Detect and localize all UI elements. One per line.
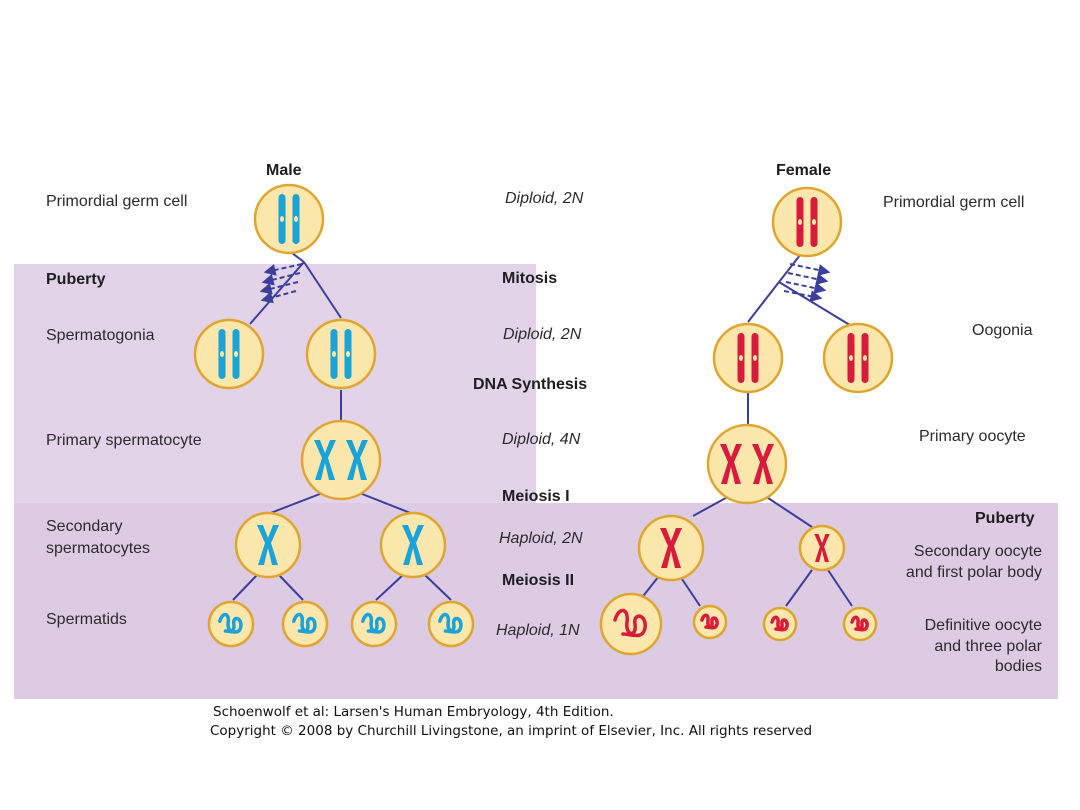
polar-body-cell-2 [762, 606, 798, 642]
ploidy-primary: Diploid, 4N [502, 431, 581, 448]
meiosis-two-label: Meiosis II [502, 572, 575, 589]
oogonium-cell-1 [712, 322, 784, 394]
ploidy-final: Haploid, 1N [496, 622, 580, 639]
primary-spermatocyte-label: Primary spermatocyte [46, 432, 202, 449]
male-primordial-cell [253, 183, 325, 255]
spermatid-cell-2 [281, 600, 329, 648]
oogonium-cell-2 [822, 322, 894, 394]
lineage-connectors [232, 249, 859, 607]
secondary-spermatocyte-cell-2 [379, 511, 447, 579]
spermatids-label: Spermatids [46, 611, 127, 628]
secondary-spermatocyte-cell-1 [234, 511, 302, 579]
credit-line-1: Schoenwolf et al: Larsen's Human Embryol… [213, 704, 614, 720]
secondary-oocyte-label-1: Secondary oocyte [913, 543, 1042, 560]
definitive-oocyte-label-1: Definitive oocyte [924, 617, 1042, 634]
definitive-oocyte-cell [599, 592, 663, 656]
meiosis-one-label: Meiosis I [502, 488, 570, 505]
primary-spermatocyte-cell [300, 419, 382, 501]
female-mitosis-arrows [783, 263, 831, 303]
male-mitosis-arrows [259, 263, 303, 304]
spermatogonium-cell-2 [305, 318, 377, 390]
ploidy-secondary: Haploid, 2N [499, 530, 583, 547]
first-polar-body-cell [798, 524, 846, 572]
spermatid-cell-4 [427, 600, 475, 648]
polar-body-cell-3 [842, 606, 878, 642]
secondary-spermatocytes-label-2: spermatocytes [46, 540, 151, 557]
spermatogonium-cell-1 [193, 318, 265, 390]
secondary-oocyte-cell [637, 514, 705, 582]
spermatid-cell-3 [350, 600, 398, 648]
secondary-oocyte-label-2: and first polar body [905, 564, 1042, 581]
female-puberty-label: Puberty [975, 510, 1035, 527]
oogonia-label: Oogonia [972, 322, 1033, 339]
female-header: Female [776, 162, 832, 179]
dna-synthesis-label: DNA Synthesis [473, 376, 588, 393]
ploidy-primordial: Diploid, 2N [505, 190, 584, 207]
secondary-spermatocytes-label-1: Secondary [46, 518, 123, 535]
male-primordial-label: Primordial germ cell [46, 193, 188, 210]
cells-layer [193, 183, 894, 656]
definitive-oocyte-label-2: and three polar [934, 638, 1042, 655]
credit-line-2: Copyright © 2008 by Churchill Livingston… [210, 723, 813, 739]
spermatid-cell-1 [207, 600, 255, 648]
male-header: Male [266, 162, 302, 179]
mitosis-label: Mitosis [502, 270, 558, 287]
male-puberty-label: Puberty [46, 271, 106, 288]
primary-oocyte-cell [706, 423, 788, 505]
spermatogonia-label: Spermatogonia [46, 327, 155, 344]
female-primordial-cell [771, 186, 843, 258]
polar-body-cell-1 [692, 604, 728, 640]
ploidy-gonia: Diploid, 2N [503, 326, 582, 343]
definitive-oocyte-label-3: bodies [994, 658, 1042, 675]
female-primordial-label: Primordial germ cell [883, 194, 1025, 211]
primary-oocyte-label: Primary oocyte [919, 428, 1026, 445]
